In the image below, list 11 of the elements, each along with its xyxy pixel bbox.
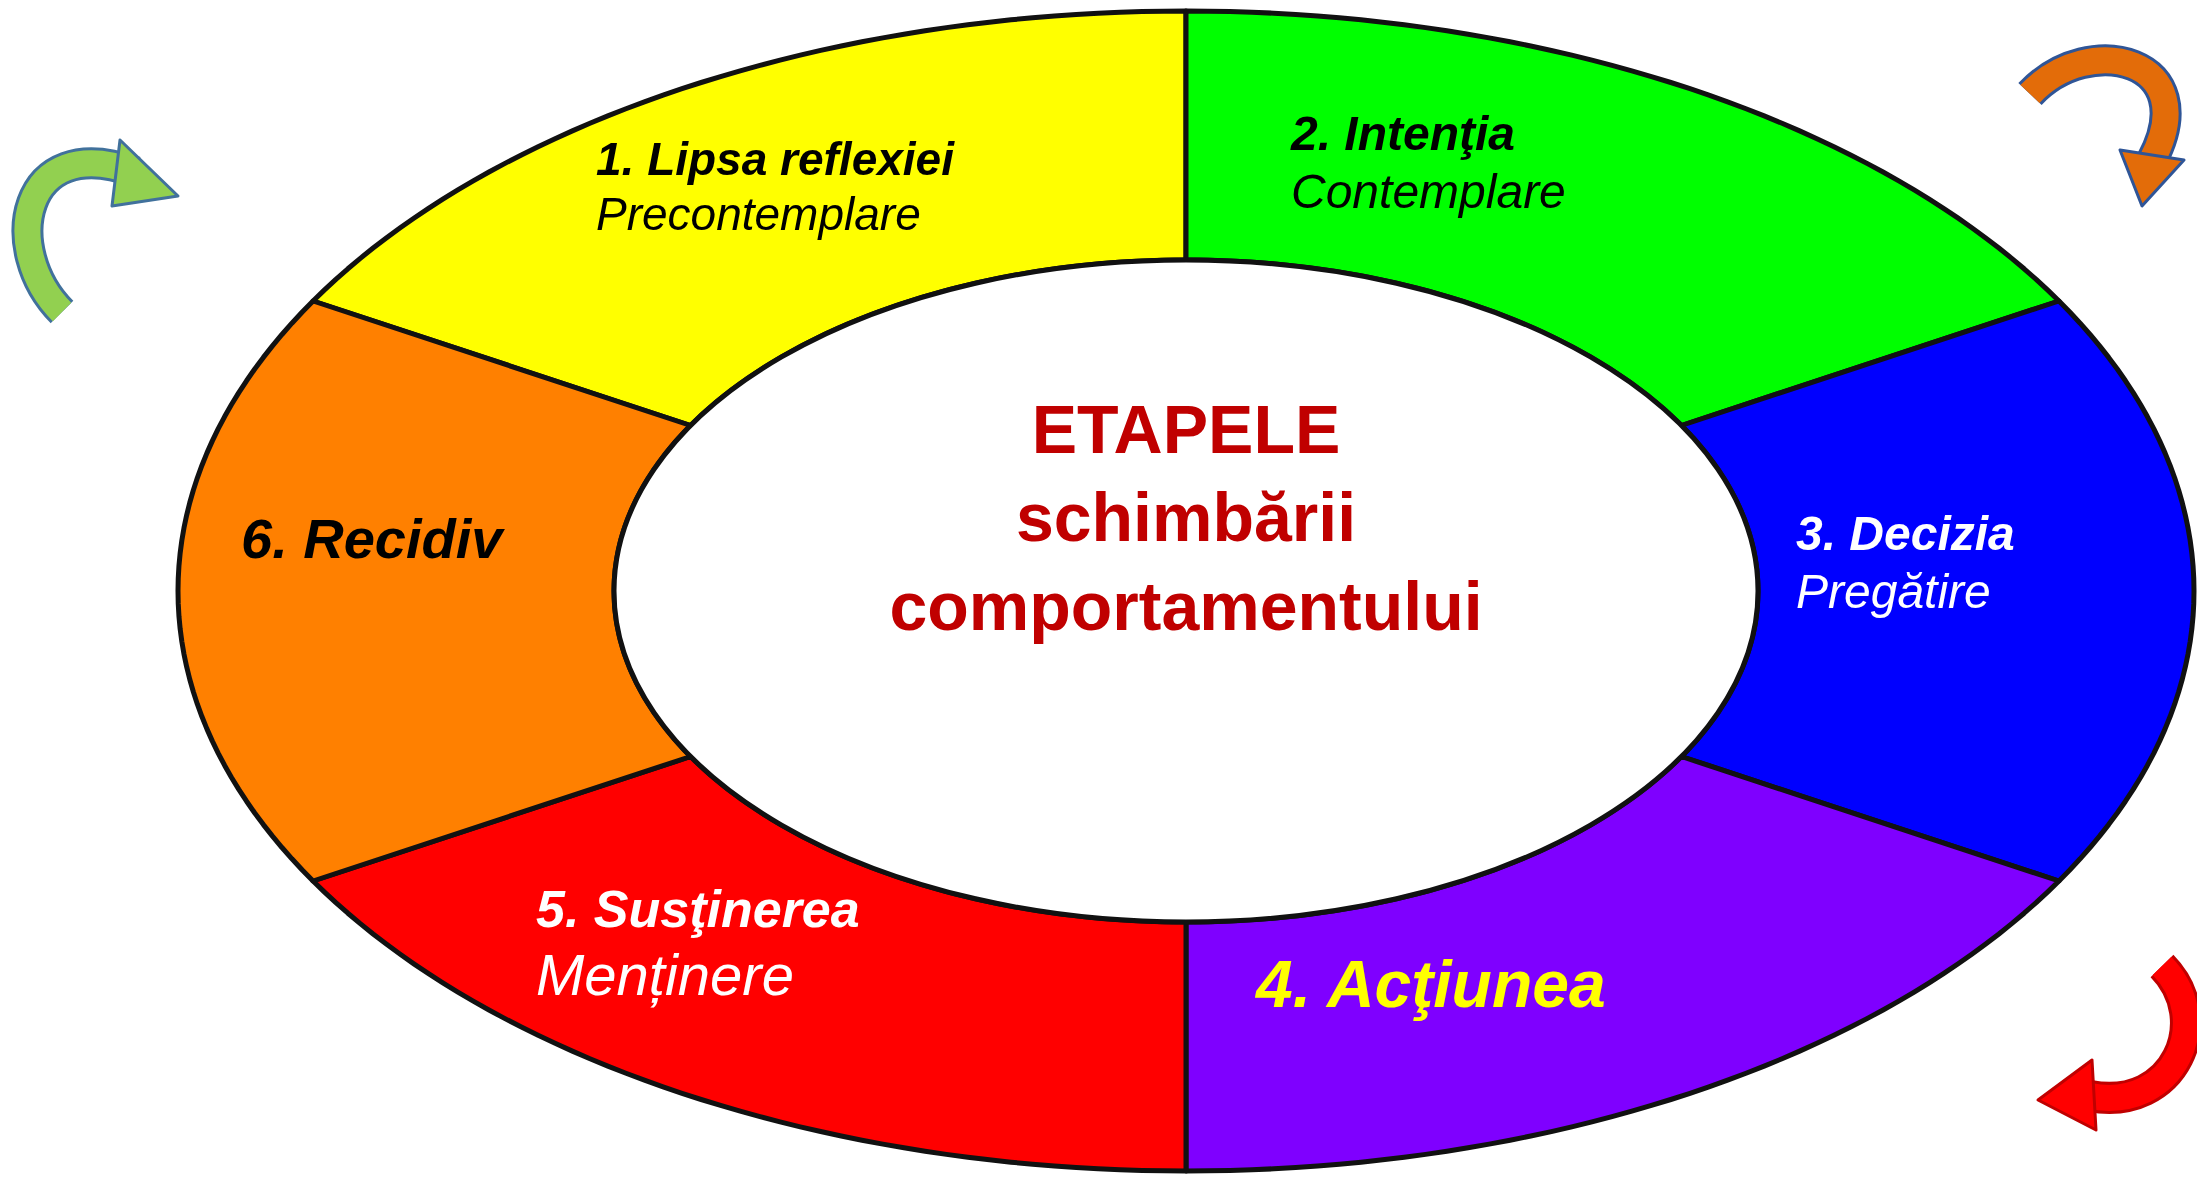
stage-subtitle: Precontemplare — [595, 187, 922, 243]
stage-title: 4. Acţiunea — [1254, 946, 1607, 1023]
stage-title: 6. Recidiv — [240, 506, 506, 572]
stage-subtitle: Menținere — [535, 941, 795, 1010]
center-title: ETAPELE schimbării comportamentului — [888, 390, 1484, 646]
stage-title: 1. Lipsa reflexiei — [595, 132, 956, 187]
stage-subtitle: Contemplare — [1290, 163, 1567, 220]
stage-title: 5. Susţinerea — [535, 879, 861, 940]
stage-title: 3. Decizia — [1795, 506, 2016, 562]
stage-subtitle: Pregătire — [1795, 563, 1992, 620]
stage-title: 2. Intenţia — [1289, 106, 1517, 162]
